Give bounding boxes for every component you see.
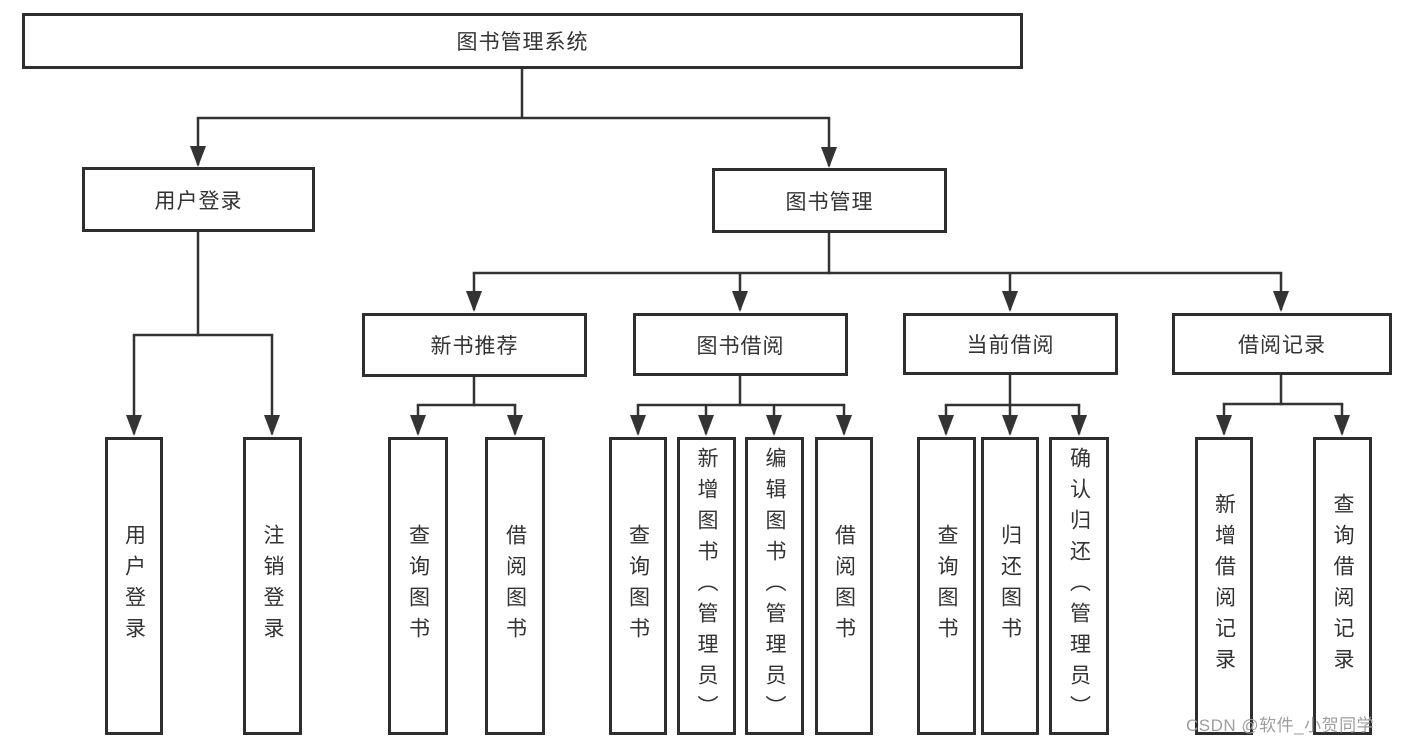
leaf-logout: 注销登录 — [243, 437, 302, 735]
node-book-borrow: 图书借阅 — [633, 313, 848, 376]
leaf-add-books-admin: 新增图书（管理员） — [677, 437, 736, 735]
node-user-login: 用户登录 — [82, 167, 315, 232]
leaf-return-books: 归还图书 — [981, 437, 1039, 735]
leaf-edit-books-admin: 编辑图书（管理员） — [745, 437, 804, 735]
node-new-book-recommend: 新书推荐 — [362, 313, 587, 377]
leaf-query-borrow-record: 查询借阅记录 — [1313, 437, 1372, 735]
node-library-management-system: 图书管理系统 — [22, 13, 1023, 69]
leaf-confirm-return-admin: 确认归还（管理员） — [1049, 437, 1109, 735]
leaf-query-books-borrow: 查询图书 — [609, 437, 667, 735]
node-borrow-record: 借阅记录 — [1172, 313, 1392, 375]
node-current-borrow: 当前借阅 — [903, 313, 1118, 375]
arrowheads — [126, 146, 1350, 436]
leaf-user-login: 用户登录 — [105, 437, 163, 735]
leaf-query-books-current: 查询图书 — [917, 437, 976, 735]
node-book-management: 图书管理 — [712, 168, 947, 233]
csdn-watermark: CSDN @软件_小贺同学 — [1186, 716, 1375, 735]
leaf-borrow-books-recommend: 借阅图书 — [485, 437, 545, 735]
leaf-add-borrow-record: 新增借阅记录 — [1195, 437, 1253, 735]
leaf-query-books-recommend: 查询图书 — [388, 437, 448, 735]
leaf-borrow-books: 借阅图书 — [815, 437, 873, 735]
